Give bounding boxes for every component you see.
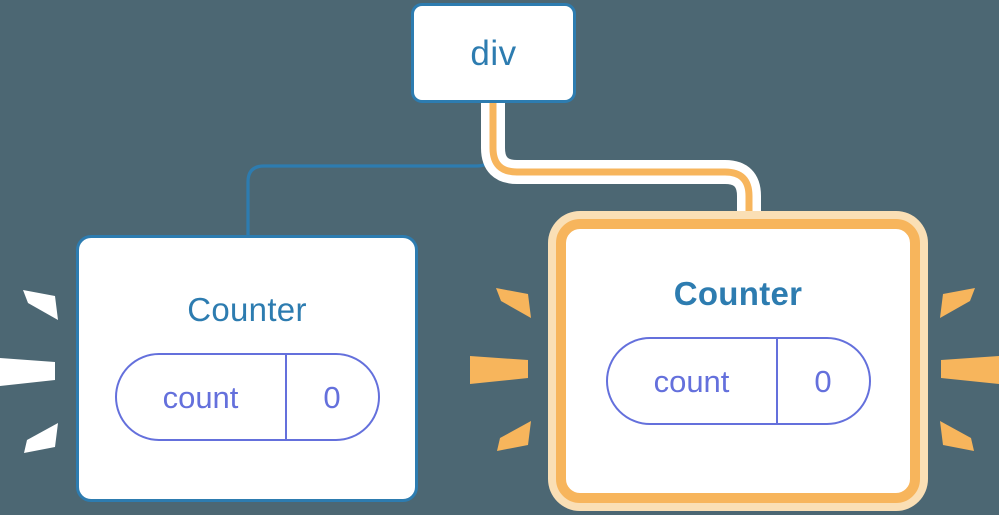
counter-node-left[interactable]: Counter count 0 <box>76 235 418 502</box>
counter-right-state-key: count <box>608 339 778 423</box>
edge-div-to-counter-right <box>489 100 753 232</box>
edge-div-to-counter-left <box>246 103 495 235</box>
counter-left-state-key: count <box>117 355 287 439</box>
sparkle-right-box-left-upper-icon <box>496 288 531 318</box>
sparkle-left-upper-icon <box>23 290 58 320</box>
counter-right-label: Counter <box>673 275 803 312</box>
sparkle-left-lower-icon <box>24 423 58 453</box>
sparkle-left-middle-icon <box>0 358 55 386</box>
counter-left-state-pill: count 0 <box>114 353 380 441</box>
sparkle-right-box-right-middle-icon <box>941 356 999 384</box>
counter-left-state-value: 0 <box>323 379 341 415</box>
div-node-label: div <box>470 33 517 73</box>
sparkle-right-box-right-upper-icon <box>940 288 975 318</box>
counter-node-right[interactable]: Counter count 0 <box>556 219 920 503</box>
sparkle-right-box-left-lower-icon <box>497 421 531 451</box>
counter-right-state-pill: count 0 <box>605 337 871 425</box>
counter-right-body: Counter count 0 <box>566 229 910 493</box>
edge-div-to-counter-right-halo <box>481 100 761 232</box>
sparkle-right-box-right-lower-icon <box>940 421 974 451</box>
counter-left-label: Counter <box>187 291 307 328</box>
counter-right-state-value: 0 <box>814 363 832 399</box>
sparkle-right-box-left-middle-icon <box>470 356 528 384</box>
counter-left-body: Counter count 0 <box>79 238 415 499</box>
div-node[interactable]: div <box>411 3 576 103</box>
